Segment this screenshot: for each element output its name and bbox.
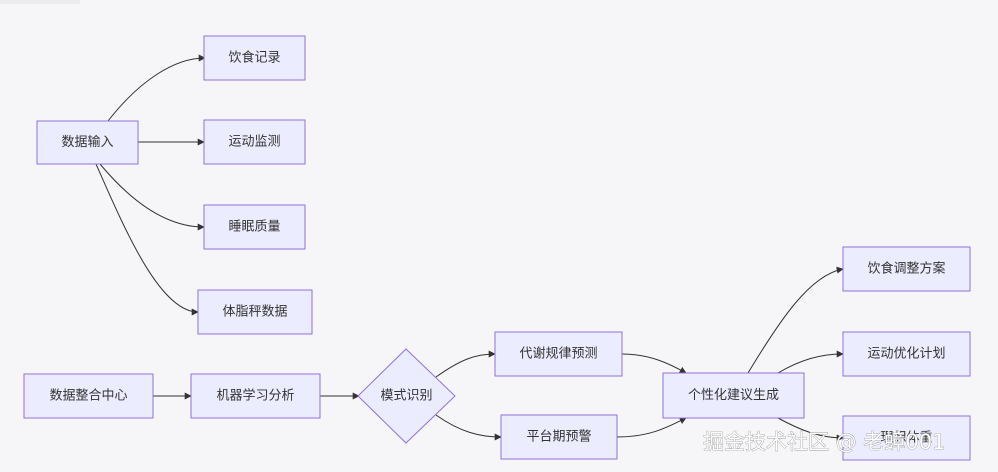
node-label: 模式识别: [380, 389, 432, 404]
node-label: 个性化建议生成: [688, 388, 779, 403]
edge-data-input-to-body-fat: [95, 163, 199, 316]
edges: [95, 54, 844, 442]
node-label: 睡眠质量: [228, 220, 280, 235]
node-diet-adjustment[interactable]: 饮食调整方案: [842, 246, 971, 292]
edge-pattern-to-metabolism: [435, 350, 496, 378]
node-metabolism-prediction[interactable]: 代谢规律预测: [494, 331, 623, 377]
node-personalized-advice[interactable]: 个性化建议生成: [662, 372, 805, 419]
node-label: 数据输入: [61, 134, 113, 150]
node-label: 饮食记录: [228, 50, 280, 66]
node-sleep-quality[interactable]: 睡眠质量: [203, 204, 306, 250]
edge-plateau-to-advice: [616, 417, 687, 438]
node-body-fat-data[interactable]: 体脂秤数据: [197, 289, 313, 335]
node-plateau-warning[interactable]: 平台期预警: [500, 414, 618, 460]
node-label: 饮食调整方案: [867, 261, 945, 277]
edge-advice-to-diet-adjust: [747, 266, 844, 374]
edge-data-input-to-sleep-quality: [99, 163, 205, 231]
edge-pattern-to-plateau: [435, 414, 502, 441]
node-ml-analysis[interactable]: 机器学习分析: [190, 373, 321, 419]
edge-advice-to-exercise-plan: [777, 350, 844, 374]
edge-advice-to-hidden: [777, 417, 844, 442]
node-hidden-bottom-right[interactable]: 理想体重: [842, 415, 971, 461]
node-data-input[interactable]: 数据输入: [36, 120, 139, 165]
node-label: 运动监测: [228, 135, 280, 150]
node-data-hub[interactable]: 数据整合中心: [23, 373, 154, 419]
node-pattern-recognition[interactable]: 模式识别: [357, 348, 456, 444]
edge-data-input-to-diet-record: [107, 54, 206, 122]
edge-metabolism-to-advice: [621, 353, 687, 374]
top-tab-edge: [0, 0, 80, 4]
node-label: 体脂秤数据: [222, 305, 287, 320]
node-diet-record[interactable]: 饮食记录: [203, 35, 306, 81]
node-label: 机器学习分析: [216, 388, 294, 404]
watermark-text: 掘金技术社区 @ 老蟑001: [703, 430, 945, 454]
node-exercise-monitor[interactable]: 运动监测: [203, 119, 306, 165]
node-label: 运动优化计划: [867, 347, 945, 362]
node-label: 理想体重: [880, 430, 932, 446]
node-label: 平台期预警: [526, 429, 591, 445]
node-exercise-plan[interactable]: 运动优化计划: [842, 331, 971, 377]
node-label: 数据整合中心: [49, 389, 127, 404]
node-label: 代谢规律预测: [519, 346, 597, 362]
